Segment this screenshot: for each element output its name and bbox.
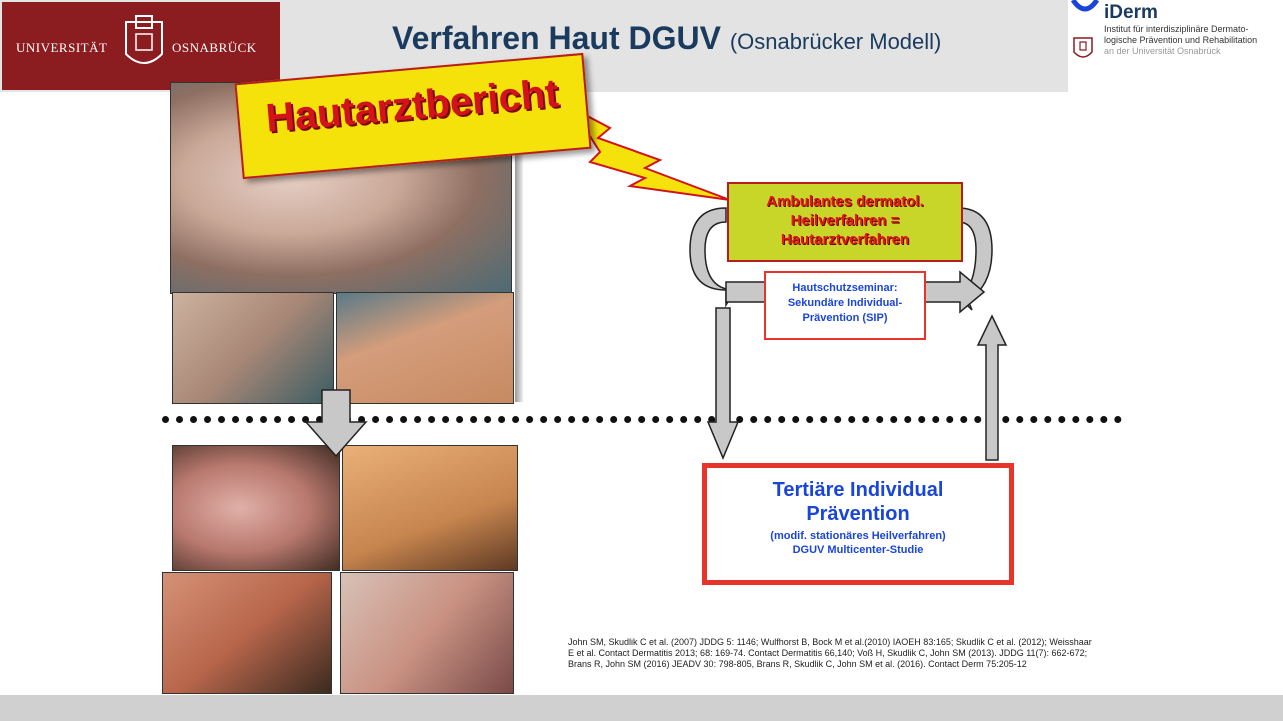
header-bar: UNIVERSITÄT OSNABRÜCK Verfahren Haut DGU…: [0, 0, 1283, 92]
tertiary-line-1: Tertiäre Individual: [707, 478, 1009, 502]
ambulant-line-2: Heilverfahren =: [729, 211, 961, 230]
tertiary-line-3: (modif. stationäres Heilverfahren): [707, 529, 1009, 543]
lightning-bolt-icon: [572, 108, 730, 200]
iderm-brand: iDerm: [1104, 2, 1158, 24]
iderm-arc-icon: [1070, 0, 1100, 20]
photo-fingertips: [336, 292, 514, 404]
title-main: Verfahren Haut DGUV: [392, 20, 721, 56]
photo-hand-web: [172, 292, 334, 404]
tertiary-prevention-box: Tertiäre Individual Prävention (modif. s…: [702, 463, 1014, 585]
badge-text: Hautarztbericht: [238, 69, 587, 144]
severity-divider-line: [162, 416, 1122, 423]
ambulant-line-1: Ambulantes dermatol.: [729, 192, 961, 211]
ambulant-procedure-box: Ambulantes dermatol. Heilverfahren = Hau…: [727, 182, 963, 262]
iderm-description: Institut für interdisziplinäre Dermato- …: [1104, 24, 1282, 57]
title-subtitle: (Osnabrücker Modell): [730, 29, 942, 54]
tertiary-line-4: DGUV Multicenter-Studie: [707, 543, 1009, 557]
sip-line-2: Sekundäre Individual-: [766, 296, 924, 311]
university-emblem-icon: [122, 14, 166, 74]
sip-line-3: Prävention (SIP): [766, 311, 924, 326]
iderm-desc-line1: Institut für interdisziplinäre Dermato-: [1104, 24, 1282, 35]
up-arrow: [978, 316, 1006, 460]
photo-severe-eczema-2: [342, 445, 518, 571]
iderm-logo: iDerm Institut für interdisziplinäre Der…: [1068, 0, 1283, 92]
down-arrow: [708, 308, 738, 458]
photo-severe-eczema-3: [162, 572, 332, 694]
loop-arrow-right: [958, 208, 992, 310]
sip-line-1: Hautschutzseminar:: [766, 281, 924, 296]
sip-seminar-box: Hautschutzseminar: Sekundäre Individual-…: [764, 271, 926, 340]
photo-severe-eczema-1: [172, 445, 340, 571]
references-text: John SM, Skudlik C et al. (2007) JDDG 5:…: [568, 637, 1098, 670]
page-title: Verfahren Haut DGUV (Osnabrücker Modell): [392, 20, 941, 57]
iderm-desc-line2: logische Prävention und Rehabilitation: [1104, 35, 1282, 46]
university-name-right: OSNABRÜCK: [172, 40, 257, 56]
university-logo: UNIVERSITÄT OSNABRÜCK: [2, 2, 280, 90]
ambulant-line-3: Hautarztverfahren: [729, 230, 961, 249]
iderm-desc-line3: an der Universität Osnabrück: [1104, 46, 1282, 57]
footer-bar: [0, 695, 1283, 721]
tertiary-line-2: Prävention: [707, 502, 1009, 526]
photo-severe-eczema-4: [340, 572, 514, 694]
iderm-shield-icon: [1072, 36, 1094, 62]
university-name-left: UNIVERSITÄT: [16, 40, 107, 56]
